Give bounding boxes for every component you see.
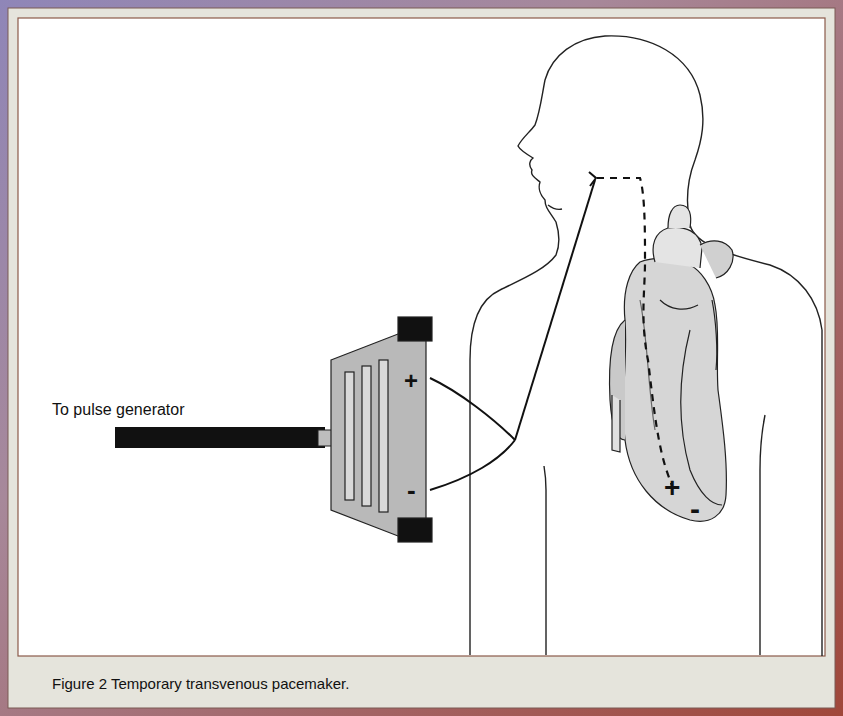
- figure-caption: Figure 2 Temporary transvenous pacemaker…: [52, 675, 349, 692]
- drawing-area: [18, 18, 825, 656]
- body-outline: [470, 36, 822, 656]
- pacing-lead: [430, 180, 595, 490]
- lead-in-vein: [597, 178, 672, 486]
- terminal-sign: -: [407, 477, 416, 503]
- cable-label: To pulse generator: [52, 402, 185, 418]
- terminal-sign: +: [404, 369, 418, 393]
- electrode-sign: +: [664, 474, 680, 502]
- heart: [610, 205, 734, 521]
- cable: [115, 427, 325, 448]
- electrode-sign: -: [690, 494, 700, 524]
- insertion-site: [589, 172, 596, 186]
- frame-panel: [8, 8, 835, 708]
- cable-stub: [318, 430, 332, 446]
- connector-box: [331, 317, 432, 542]
